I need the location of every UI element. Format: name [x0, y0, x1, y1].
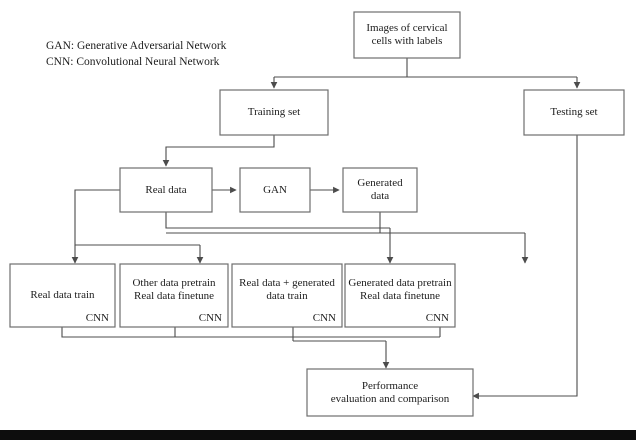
cnn-tag-branch-4-wrap: CNN [345, 264, 455, 327]
edge-branch1-collect [61, 327, 440, 338]
cnn-tag-branch-4: CNN [425, 312, 449, 324]
edge-generated-bus [379, 212, 525, 234]
box-testing-set[interactable] [523, 89, 625, 136]
abbreviation-legend: GAN: Generative Adversarial Network CNN:… [46, 38, 226, 71]
box-branch-1[interactable] [9, 263, 116, 328]
bottom-black-band [0, 430, 636, 440]
edge-realdata-leftbus [74, 189, 200, 246]
cnn-tag-branch-1-wrap: CNN [10, 264, 115, 327]
box-generated-data[interactable] [342, 167, 418, 213]
legend-line-cnn: CNN: Convolutional Neural Network [46, 56, 220, 69]
edge-training-realdata [162, 135, 275, 167]
edge-realdata-mixbus [165, 212, 390, 229]
box-training-set[interactable] [219, 89, 329, 136]
cnn-tag-branch-2: CNN [198, 312, 222, 324]
cnn-tag-branch-3: CNN [312, 312, 336, 324]
box-performance[interactable] [306, 368, 474, 417]
cnn-tag-branch-3-wrap: CNN [232, 264, 342, 327]
box-gan[interactable] [239, 167, 311, 213]
cnn-tag-branch-2-wrap: CNN [120, 264, 228, 327]
box-branch-3[interactable] [231, 263, 343, 328]
box-source[interactable] [353, 11, 461, 59]
edge-testing-performance [472, 135, 578, 400]
box-branch-4[interactable] [344, 263, 456, 328]
box-branch-2[interactable] [119, 263, 229, 328]
cnn-tag-branch-1: CNN [85, 312, 109, 324]
legend-line-gan: GAN: Generative Adversarial Network [46, 40, 227, 52]
box-real-data[interactable] [119, 167, 213, 213]
